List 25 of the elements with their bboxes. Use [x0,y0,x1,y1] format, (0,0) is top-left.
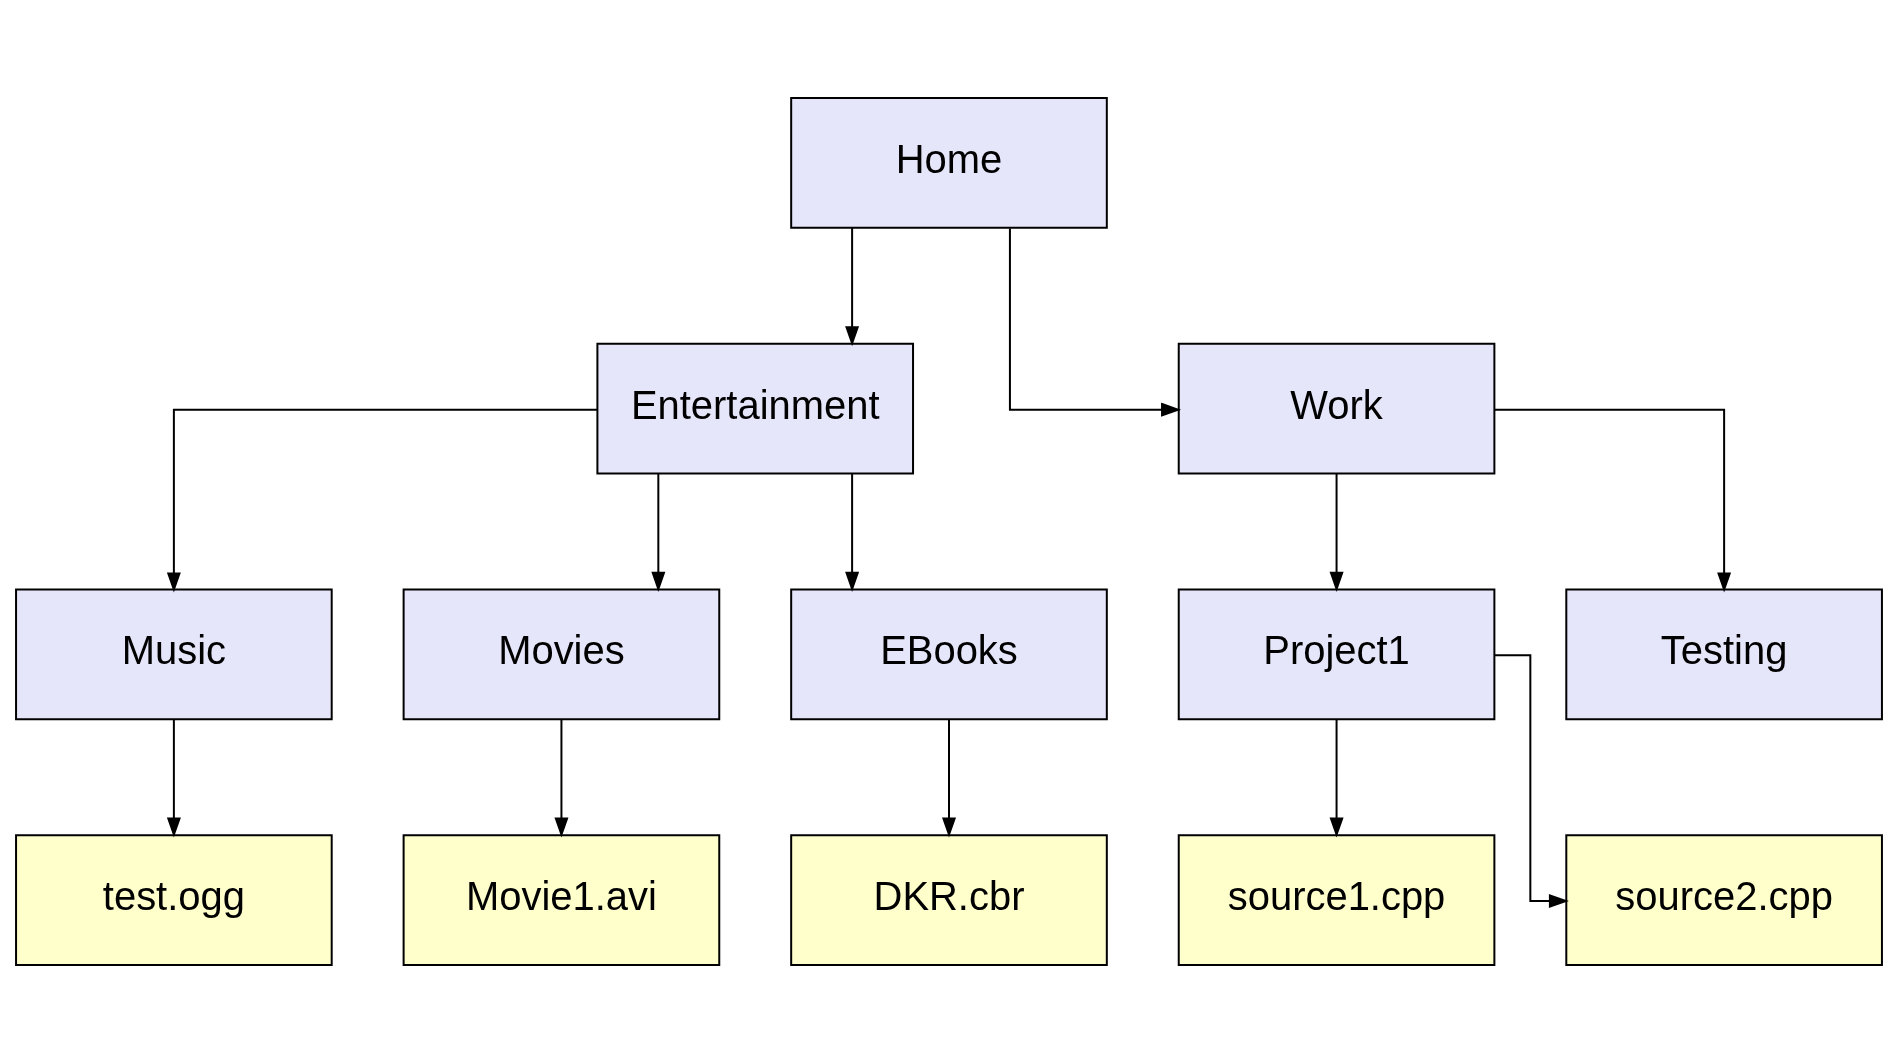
node-box: Work [1177,342,1496,475]
node-box: Movie1.avi [402,833,721,966]
node-box: Project1 [1177,587,1496,720]
node-box: DKR.cbr [790,833,1108,966]
arrow [1493,408,1732,592]
node-box: Home [790,96,1108,229]
node-box: EBooks [790,587,1108,720]
node-box: Music [15,587,333,720]
arrow [1329,718,1344,838]
node-box: Entertainment [596,342,915,475]
node-box: test.ogg [15,833,333,966]
node-box: Movies [402,587,721,720]
node-box: source1.cpp [1177,833,1496,966]
arrow [1008,226,1182,417]
arrow [554,718,569,838]
arrow [845,226,860,346]
arrow [1493,653,1569,908]
arrow [845,472,860,592]
arrow [166,718,181,838]
arrow [166,408,599,592]
arrow [942,718,956,838]
arrow [1329,472,1344,592]
node-box: Testing [1565,587,1883,720]
node-box: source2.cpp [1565,833,1883,966]
arrow [651,472,666,592]
